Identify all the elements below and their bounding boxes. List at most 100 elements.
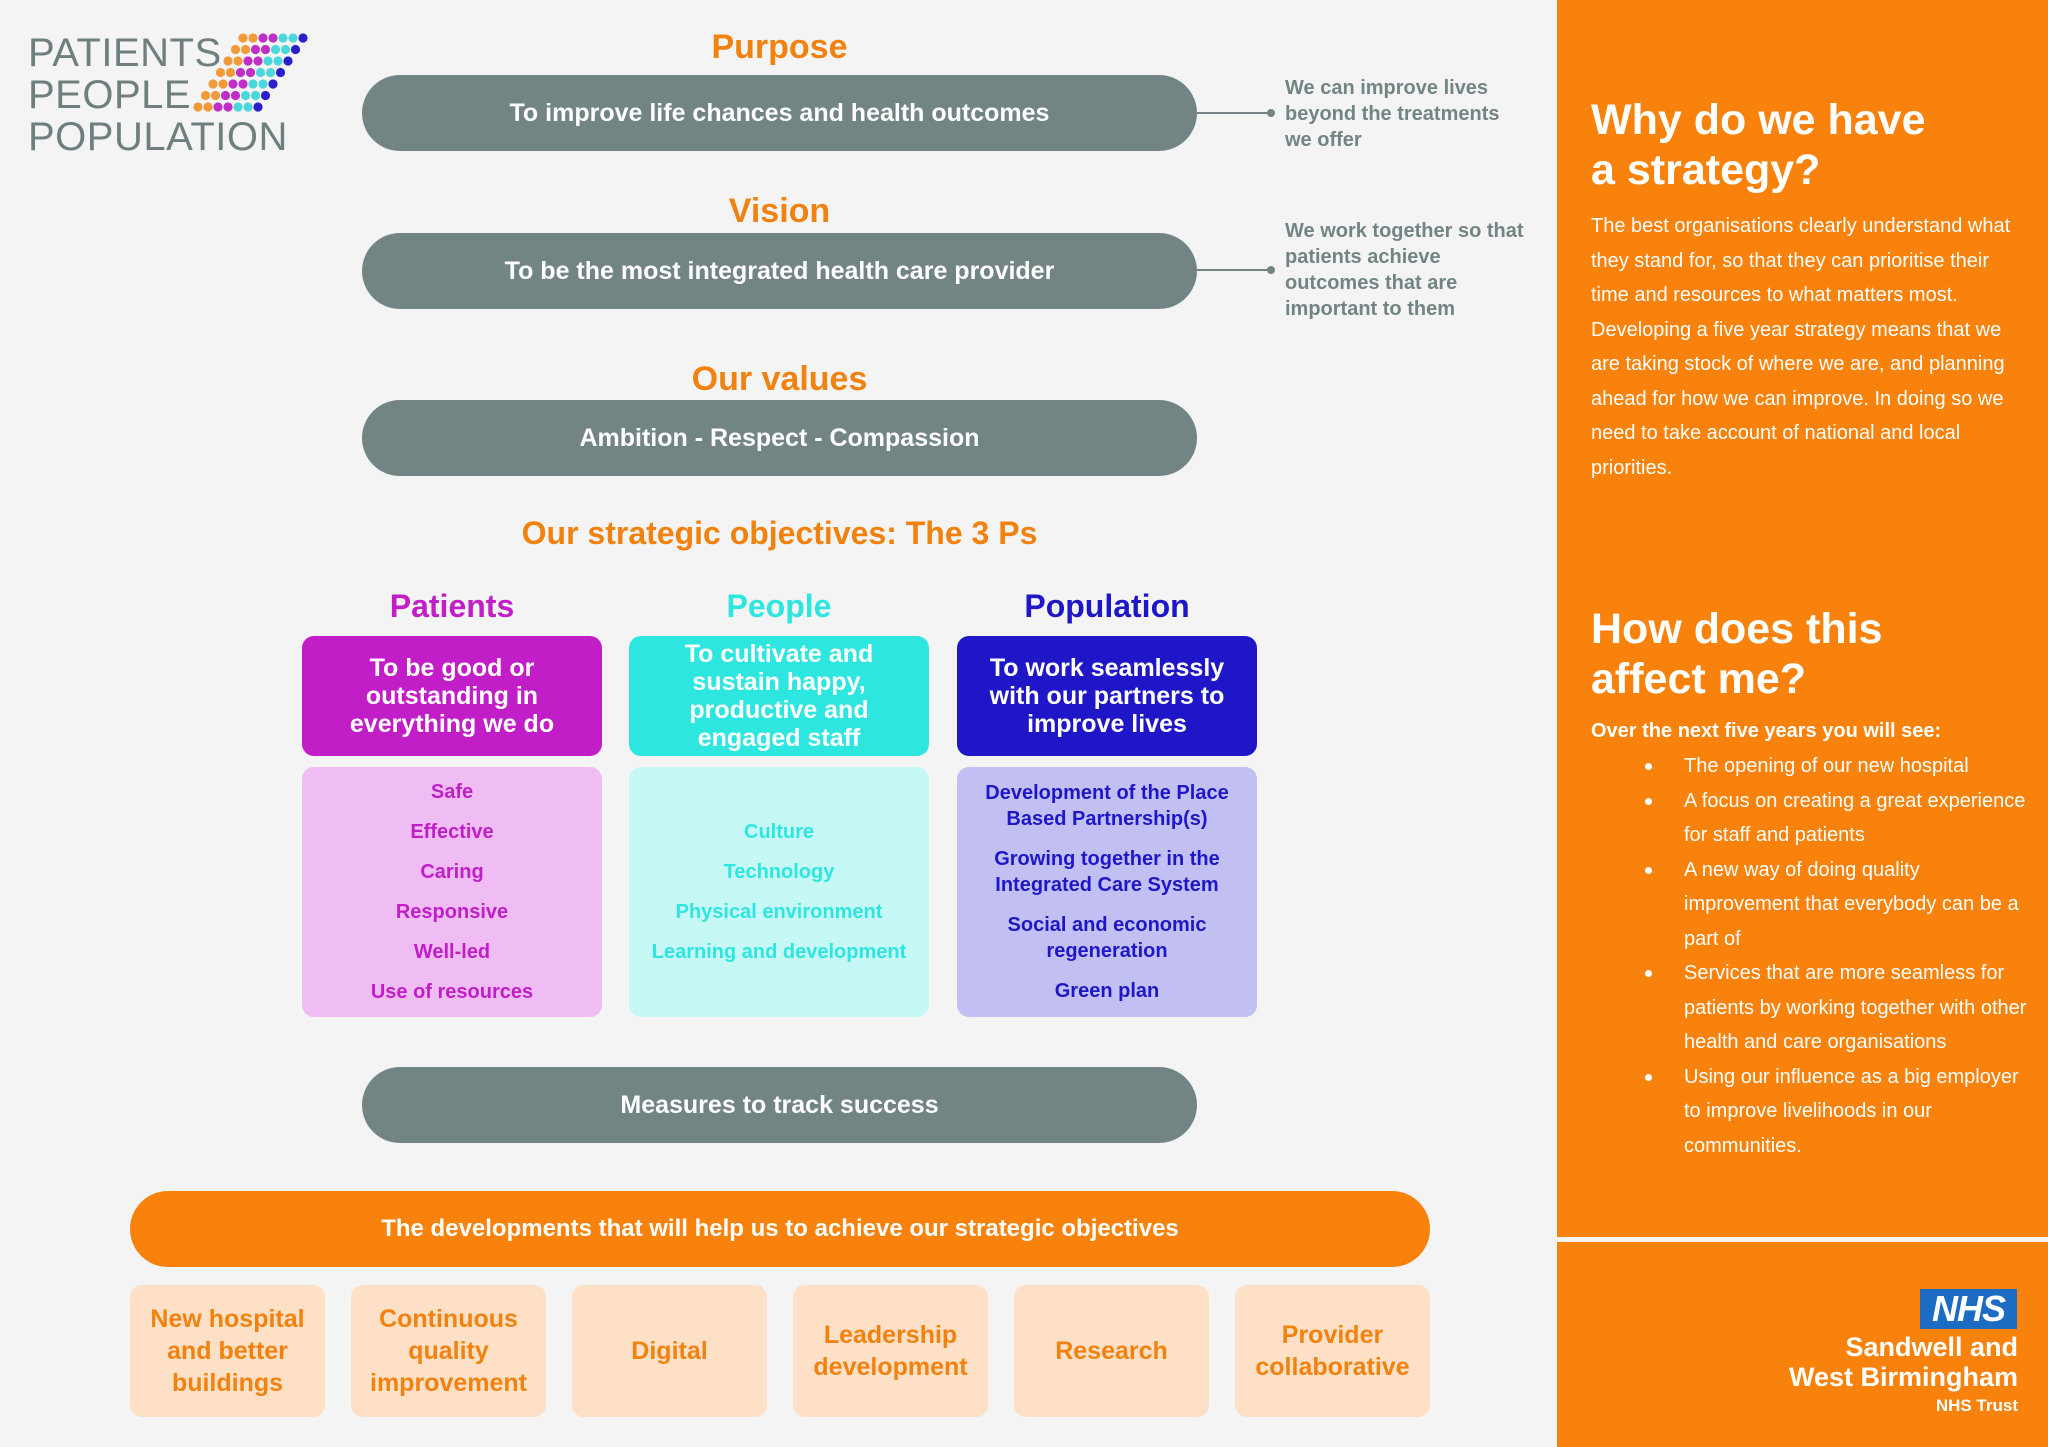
why-heading: Why do we have a strategy? [1591, 95, 2031, 195]
vision-heading: Vision [728, 192, 831, 230]
list-item: A focus on creating a great experience f… [1645, 784, 2030, 853]
logo-dot [223, 56, 233, 66]
logo-dot [260, 90, 271, 101]
purpose-heading: Purpose [711, 28, 848, 66]
list-item: Culture [744, 821, 814, 843]
values-statement: Ambition - Respect - Compassion [362, 400, 1197, 476]
logo-dot [218, 79, 228, 89]
list-item: Growing together in the Integrated Care … [994, 848, 1220, 896]
logo-dot [240, 44, 251, 55]
logo-dot [250, 90, 261, 101]
list-item: Physical environment [675, 901, 883, 923]
logo-dot [223, 102, 233, 112]
logo-dot [288, 33, 298, 43]
list-item: Technology [723, 861, 835, 883]
logo-dot [268, 79, 278, 89]
list-item: Learning and development [651, 941, 907, 963]
objectives-heading: Our strategic objectives: The 3 Ps [521, 515, 1038, 551]
list-item: Development of the Place Based Partnersh… [985, 782, 1229, 830]
logo-dot [248, 33, 258, 43]
logo-dot [260, 44, 271, 55]
logo-dot [275, 67, 286, 78]
why-paragraph-2: Developing a five year strategy means th… [1591, 318, 2005, 479]
trust-name: Sandwell and West Birmingham [1700, 1332, 2018, 1392]
logo-dot [233, 102, 243, 112]
dev-card-research: Research [1014, 1285, 1209, 1417]
logo-dot [210, 90, 221, 101]
logo-dot [213, 102, 223, 112]
logo-dot [253, 56, 263, 66]
logo-dot [235, 67, 246, 78]
purpose-note: We can improve lives beyond the treatmen… [1285, 77, 1500, 151]
values-heading: Our values [691, 360, 868, 398]
population-aim: To work seamlessly with our partners to … [957, 636, 1257, 756]
developments-heading: The developments that will help us to ac… [130, 1191, 1430, 1267]
why-body: The best organisations clearly understan… [1591, 209, 2026, 485]
logo-line-population: POPULATION [28, 115, 288, 159]
purpose-connector [1197, 112, 1271, 114]
population-list: Development of the Place Based Partnersh… [957, 767, 1257, 1017]
logo-dots-icon [193, 33, 308, 112]
list-item: Safe [430, 781, 474, 803]
how-heading-line-2: affect me? [1591, 655, 1807, 703]
vision-statement: To be the most integrated health care pr… [362, 233, 1197, 309]
logo-dot [268, 33, 278, 43]
logo-dot [200, 90, 211, 101]
logo-dot [298, 33, 308, 43]
why-heading-line-1: Why do we have [1591, 96, 1926, 144]
vision-note: We work together so that patients achiev… [1285, 220, 1524, 320]
patients-list: Safe Effective Caring Responsive Well-le… [302, 767, 602, 1017]
why-heading-line-2: a strategy? [1591, 146, 1821, 194]
logo-dot [230, 90, 241, 101]
how-heading-line-1: How does this [1591, 605, 1883, 653]
logo-dot [225, 67, 236, 78]
list-item: Using our influence as a big employer to… [1645, 1060, 2030, 1164]
vision-connector [1197, 269, 1271, 271]
people-list: Culture Technology Physical environment … [629, 767, 929, 1017]
list-item: Effective [410, 821, 494, 843]
people-aim: To cultivate and sustain happy, producti… [629, 636, 929, 756]
info-panel [1557, 0, 2048, 1237]
logo-dot [193, 102, 203, 112]
logo-dot [215, 67, 226, 78]
list-item: Caring [420, 861, 484, 883]
list-item: Responsive [395, 901, 509, 923]
people-title: People [726, 588, 832, 624]
logo-dot [258, 33, 268, 43]
logo-dot [253, 102, 263, 112]
population-title: Population [1024, 588, 1190, 624]
panel-divider [1557, 1237, 2048, 1242]
logo-dot [248, 79, 258, 89]
how-heading: How does this affect me? [1591, 604, 2031, 704]
logo-dot [250, 44, 261, 55]
trust-name-line-1: Sandwell and [1845, 1332, 2018, 1362]
vision-connector-dot [1267, 266, 1275, 274]
logo-dot [255, 67, 266, 78]
panel-footer [1557, 1242, 2048, 1447]
list-item: A new way of doing quality improvement t… [1645, 853, 2030, 957]
list-item: The opening of our new hospital [1645, 749, 2030, 784]
logo-line-people: PEOPLE [28, 73, 192, 117]
logo-dot [233, 56, 243, 66]
logo-dot [265, 67, 276, 78]
patients-aim: To be good or outstanding in everything … [302, 636, 602, 756]
logo-dot [228, 79, 238, 89]
logo-dot [238, 33, 248, 43]
logo-dot [270, 44, 281, 55]
dev-card-new-hospital: New hospital and better buildings [130, 1285, 325, 1417]
logo-dot [203, 102, 213, 112]
patients-title: Patients [389, 588, 515, 624]
dev-card-digital: Digital [572, 1285, 767, 1417]
logo-dot [243, 102, 253, 112]
logo-dot [245, 67, 256, 78]
logo-dot [220, 90, 231, 101]
logo-dot [280, 44, 291, 55]
logo-dot [258, 79, 268, 89]
list-item: Social and economic regeneration [1007, 914, 1207, 962]
logo-dot [290, 44, 301, 55]
logo-dot [278, 33, 288, 43]
purpose-statement: To improve life chances and health outco… [362, 75, 1197, 151]
list-item: Use of resources [370, 981, 534, 1003]
logo-dot [208, 79, 218, 89]
logo-wordmark: PATIENTS PEOPLE POPULATION [28, 32, 288, 158]
